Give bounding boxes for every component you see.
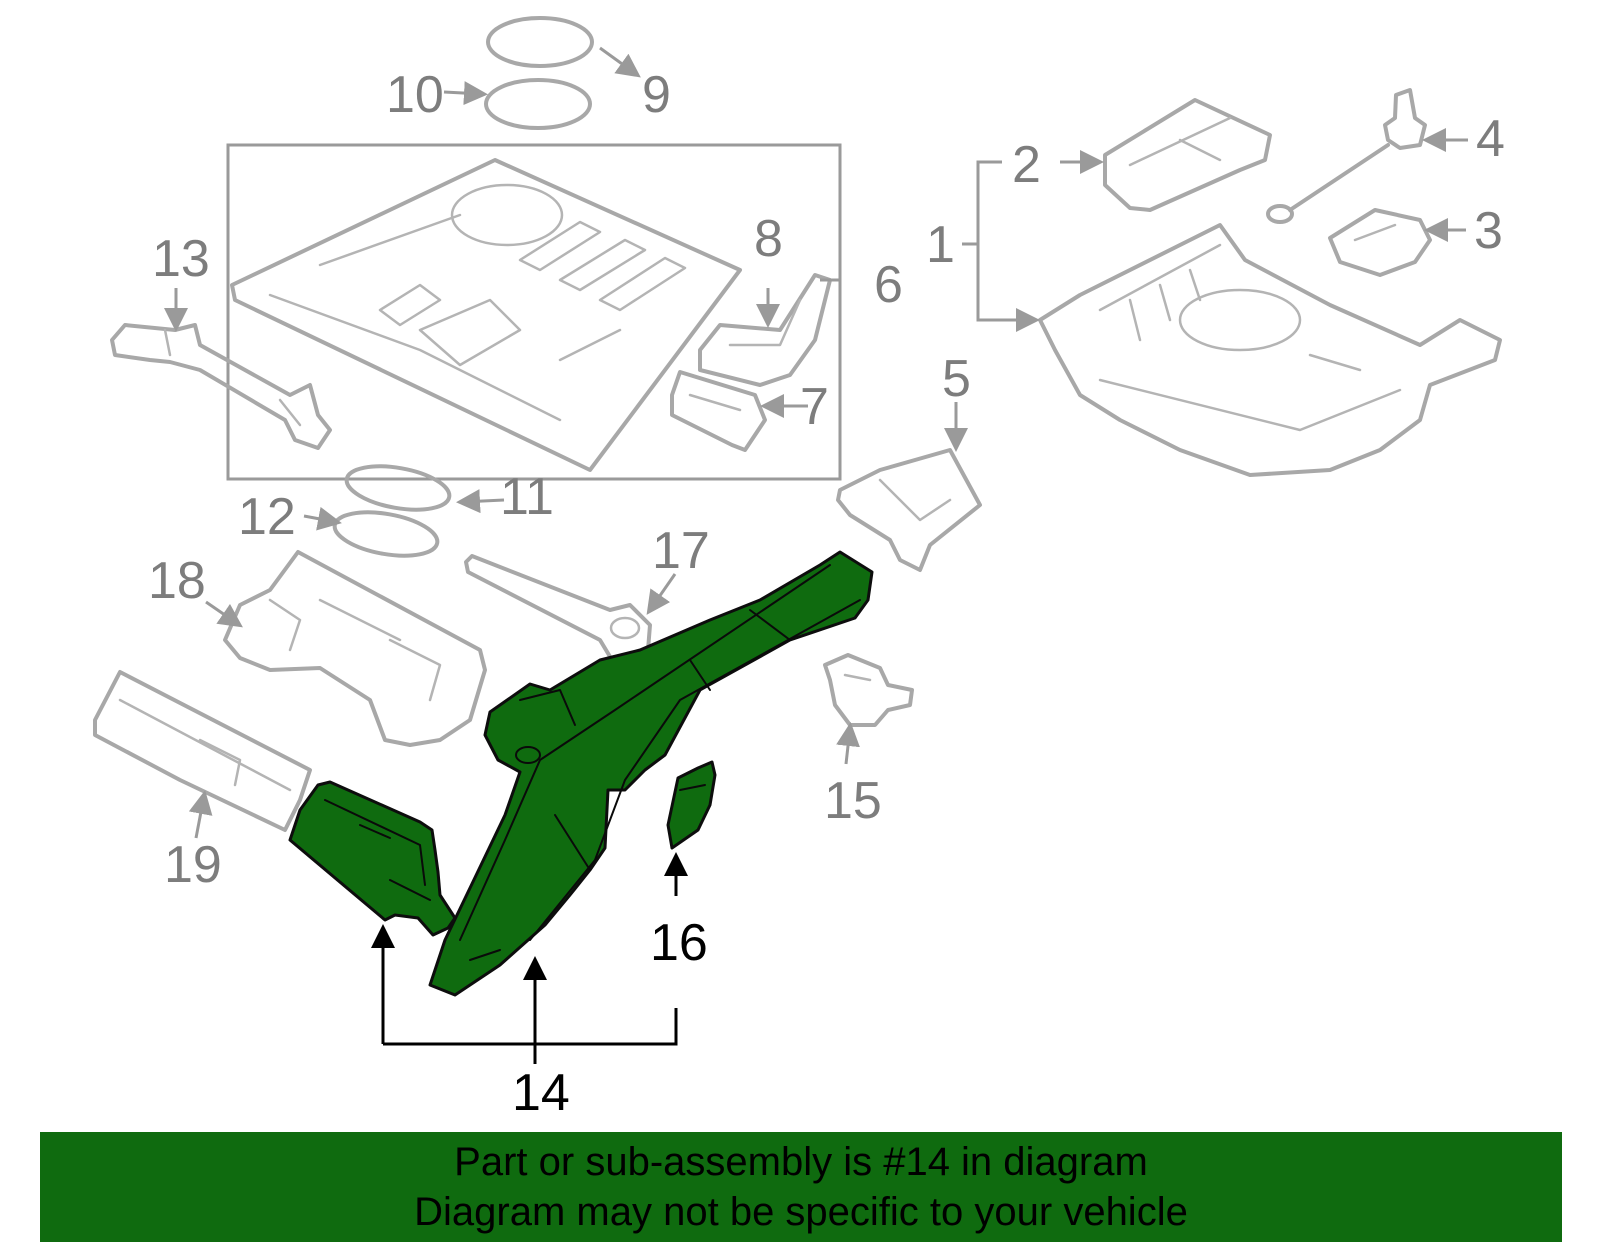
label-16: 16	[650, 914, 708, 972]
label-8: 8	[754, 210, 783, 268]
leader-14-bracket	[383, 1008, 678, 1046]
part-14-main-member[interactable]	[428, 550, 874, 997]
label-7: 7	[800, 378, 829, 436]
part-13-crossmember[interactable]	[110, 323, 332, 450]
part-6-rear-floor-pan[interactable]	[230, 158, 742, 472]
part-5-bracket[interactable]	[836, 448, 982, 572]
part-4-jack-mount[interactable]	[1266, 88, 1427, 224]
part-12-ring[interactable]	[331, 505, 440, 562]
part-16-bracket[interactable]	[666, 760, 717, 850]
part-2-panel[interactable]	[1103, 98, 1272, 212]
label-13: 13	[152, 230, 210, 288]
part-1-rear-floor-assembly[interactable]	[1038, 223, 1502, 477]
leader-1	[976, 160, 1040, 332]
label-9: 9	[642, 66, 671, 124]
part-14-side-piece[interactable]	[288, 780, 457, 937]
label-5: 5	[942, 350, 971, 408]
group-box-6	[226, 143, 842, 481]
part-7-bracket[interactable]	[670, 370, 767, 452]
label-17: 17	[652, 522, 710, 580]
label-11: 11	[500, 468, 554, 526]
leader-10	[443, 81, 488, 106]
part-9-ring[interactable]	[486, 16, 594, 68]
banner-line-1: Part or sub-assembly is #14 in diagram	[454, 1140, 1148, 1184]
label-12: 12	[238, 488, 296, 546]
part-8-bracket[interactable]	[698, 273, 832, 387]
label-6: 6	[874, 256, 903, 314]
label-15: 15	[824, 772, 882, 830]
label-18: 18	[148, 552, 206, 610]
label-1: 1	[926, 216, 955, 274]
label-14: 14	[512, 1064, 570, 1122]
leader-17	[646, 573, 677, 615]
part-10-ring[interactable]	[484, 78, 592, 130]
leader-12	[303, 506, 342, 531]
label-10: 10	[386, 66, 444, 124]
label-3: 3	[1474, 202, 1503, 260]
part-15-bracket[interactable]	[823, 653, 914, 727]
banner-line-2: Diagram may not be specific to your vehi…	[414, 1190, 1188, 1234]
info-banner: Part or sub-assembly is #14 in diagram D…	[40, 1132, 1562, 1242]
leader-9	[599, 46, 641, 78]
leader-11	[456, 489, 505, 514]
leader-19	[188, 790, 213, 839]
label-2: 2	[1012, 136, 1041, 194]
part-11-ring[interactable]	[343, 459, 452, 516]
part-19-side-member[interactable]	[93, 670, 312, 832]
part-18-reinforcement[interactable]	[223, 550, 487, 747]
label-4: 4	[1476, 110, 1505, 168]
leader-18	[205, 600, 243, 628]
label-19: 19	[164, 836, 222, 894]
leader-15	[836, 722, 860, 765]
part-3-panel[interactable]	[1328, 208, 1432, 277]
part-17-brace[interactable]	[464, 554, 652, 667]
